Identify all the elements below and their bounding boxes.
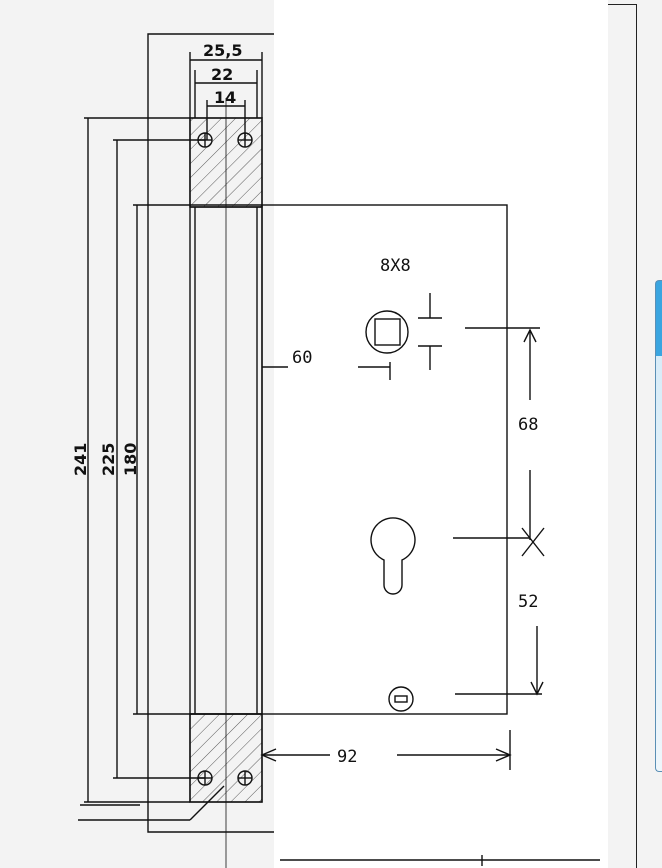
screw-hole-icon [197,132,253,786]
frame-line [636,4,637,868]
dim-14: 14 [214,88,236,107]
dim-52: 52 [518,592,538,612]
cylinder-hole [370,517,416,595]
frame-line [608,4,637,5]
dim-22: 22 [211,65,233,84]
outer-frame [147,33,274,833]
lock-body [261,204,508,715]
dim-60: 60 [292,348,312,368]
dim-68: 68 [518,415,538,435]
scrollbar[interactable] [655,280,662,772]
dim-25-5: 25,5 [203,41,242,60]
dim-241: 241 [71,443,90,476]
dim-225: 225 [99,443,118,476]
dim-180: 180 [121,443,140,476]
dim-8x8: 8X8 [380,256,411,276]
white-panel [274,0,608,868]
spindle-hole [365,310,409,354]
dim-92: 92 [337,747,357,767]
